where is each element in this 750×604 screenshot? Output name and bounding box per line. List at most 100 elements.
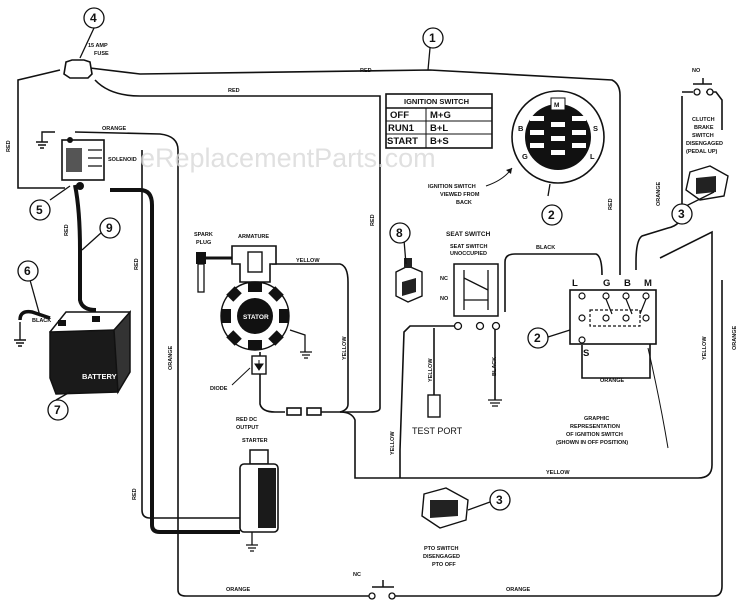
wire-label-yellow-stator: YELLOW bbox=[342, 336, 348, 360]
callout-numbers: 1 4 5 9 6 7 8 2 2 3 3 bbox=[24, 11, 685, 507]
pto-label-1: PTO SWITCH bbox=[424, 546, 458, 552]
orange-wire-bottom bbox=[395, 280, 723, 597]
yellow-arm-wire bbox=[272, 263, 349, 413]
ign-term-g: G bbox=[522, 152, 528, 161]
battery: BATTERY bbox=[14, 310, 131, 395]
red-dc-label-2: OUTPUT bbox=[236, 425, 259, 431]
wire-label-orange-ign: ORANGE bbox=[600, 378, 624, 384]
starter: STARTER bbox=[239, 438, 279, 552]
ign-view-label-1: IGNITION SWITCH bbox=[428, 184, 476, 190]
ignition-table: IGNITION SWITCH OFF M+G RUN1 B+L START B… bbox=[385, 93, 493, 149]
red-starter-wire bbox=[141, 150, 240, 519]
test-port-icon bbox=[427, 394, 441, 418]
wire-label-red-left: RED bbox=[6, 140, 12, 152]
wire-label-orange-top: ORANGE bbox=[102, 126, 126, 132]
callout-7-circle bbox=[47, 399, 69, 421]
ign-row-run-conn: B+L bbox=[430, 123, 448, 134]
fuse: 15 AMP FUSE bbox=[63, 43, 109, 79]
ign-row-off-pos: OFF bbox=[390, 110, 409, 121]
wire-label-orange-right: ORANGE bbox=[732, 326, 738, 350]
pto-nc: NC bbox=[353, 572, 361, 578]
seat-switch-sub-2: UNOCCUPIED bbox=[450, 251, 487, 257]
callout-3a: 3 bbox=[678, 207, 685, 221]
wire-label-yellow-right: YELLOW bbox=[702, 336, 708, 360]
seat-switch-sub-1: SEAT SWITCH bbox=[450, 244, 488, 250]
callout-2b: 2 bbox=[534, 331, 541, 345]
clutch-label-1: CLUTCH bbox=[692, 117, 715, 123]
ign-term-m: M bbox=[554, 102, 559, 109]
callout-9: 9 bbox=[106, 221, 113, 235]
wire-label-red-right: RED bbox=[608, 198, 614, 210]
ign-graphic-term-b: B bbox=[624, 278, 631, 289]
ign-graphic-label-1: GRAPHIC bbox=[584, 416, 609, 422]
ign-graphic-label-3: OF IGNITION SWITCH bbox=[566, 432, 623, 438]
pto-label-2: DISENGAGED bbox=[423, 554, 460, 560]
wire-label-red-center: RED bbox=[370, 214, 376, 226]
wire-label-red-lower: RED bbox=[132, 488, 138, 500]
callout-2b-circle bbox=[527, 327, 549, 349]
wire-label-yellow-bottom: YELLOW bbox=[546, 470, 570, 476]
callout-1: 1 bbox=[429, 31, 436, 45]
seat-switch-box bbox=[453, 263, 499, 317]
ign-graphic-label-2: REPRESENTATION bbox=[570, 424, 620, 430]
spark-plug-label-2: PLUG bbox=[196, 240, 211, 246]
stator-ground-icon bbox=[300, 351, 312, 359]
orange-ign-loop bbox=[581, 340, 651, 379]
black-battery-wire bbox=[18, 309, 51, 321]
black-seat-wire bbox=[504, 253, 603, 312]
wire-label-orange-bottom-right: ORANGE bbox=[506, 587, 530, 593]
callout-3b-circle bbox=[489, 489, 511, 511]
solenoid-coil bbox=[66, 148, 82, 172]
ign-row-start-pos: START bbox=[387, 136, 418, 147]
pto-label-3: PTO OFF bbox=[432, 562, 456, 568]
seat-switch: SEAT SWITCH SEAT SWITCH UNOCCUPIED NC NO… bbox=[395, 231, 502, 436]
ign-graphic-term-g: G bbox=[603, 278, 610, 289]
ign-view-label-3: BACK bbox=[456, 200, 472, 206]
battery-cable bbox=[73, 184, 97, 312]
wire-label-red-top: RED bbox=[360, 68, 372, 74]
callout-8: 8 bbox=[396, 226, 403, 240]
clutch-label-4: DISENGAGED bbox=[686, 141, 723, 147]
stator-teeth bbox=[221, 282, 289, 350]
ign-row-start-conn: B+S bbox=[430, 136, 449, 147]
callout-5: 5 bbox=[36, 203, 43, 217]
pto-switch: PTO SWITCH DISENGAGED PTO OFF NC bbox=[353, 487, 469, 600]
wire-label-red-starter: RED bbox=[134, 258, 140, 270]
callout-6: 6 bbox=[24, 264, 31, 278]
stator-core bbox=[237, 298, 273, 334]
armature-label: ARMATURE bbox=[238, 234, 269, 240]
callout-4: 4 bbox=[90, 11, 97, 25]
wire-label-yellow-vertical: YELLOW bbox=[390, 431, 396, 455]
ign-graphic-term-s: S bbox=[583, 348, 589, 359]
ign-term-b: B bbox=[518, 124, 524, 133]
callout-1-circle bbox=[422, 27, 444, 49]
fuse-icon bbox=[63, 59, 93, 79]
seat-switch-no: NO bbox=[440, 296, 449, 302]
wire-label-black-seat: BLACK bbox=[536, 245, 555, 251]
stator-label: STATOR bbox=[243, 314, 269, 321]
battery-body bbox=[49, 329, 119, 395]
wire-label-yellow-test: YELLOW bbox=[428, 358, 434, 382]
battery-label: BATTERY bbox=[82, 372, 117, 381]
ign-row-run-pos: RUN1 bbox=[388, 123, 415, 134]
callouts bbox=[17, 7, 715, 511]
wire-label-orange-bottom-left: ORANGE bbox=[226, 587, 250, 593]
spark-plug-cap bbox=[196, 252, 206, 264]
callout-7: 7 bbox=[54, 403, 61, 417]
ignition-module: SPARK PLUG ARMATURE STATOR DIODE RED DC … bbox=[194, 232, 312, 431]
solenoid: SOLENOID bbox=[36, 131, 137, 190]
ign-graphic-term-l: L bbox=[572, 278, 578, 289]
fuse-label-1: 15 AMP bbox=[88, 43, 108, 49]
callout-2a: 2 bbox=[548, 208, 555, 222]
diode-lead bbox=[259, 352, 285, 413]
yellow-wire-right bbox=[339, 230, 713, 479]
ignition-switch-back: M B S G L IGNITION SWITCH VIEWED FROM BA… bbox=[428, 90, 605, 206]
callout-9-circle bbox=[99, 217, 121, 239]
red-wire-top bbox=[89, 67, 621, 275]
red-wire-left bbox=[17, 69, 65, 189]
clutch-label-3: SWITCH bbox=[692, 133, 714, 139]
clutch-label-2: BRAKE bbox=[694, 125, 714, 131]
seat-switch-title: SEAT SWITCH bbox=[446, 231, 491, 238]
wire-label-orange-clutch: ORANGE bbox=[656, 182, 662, 206]
